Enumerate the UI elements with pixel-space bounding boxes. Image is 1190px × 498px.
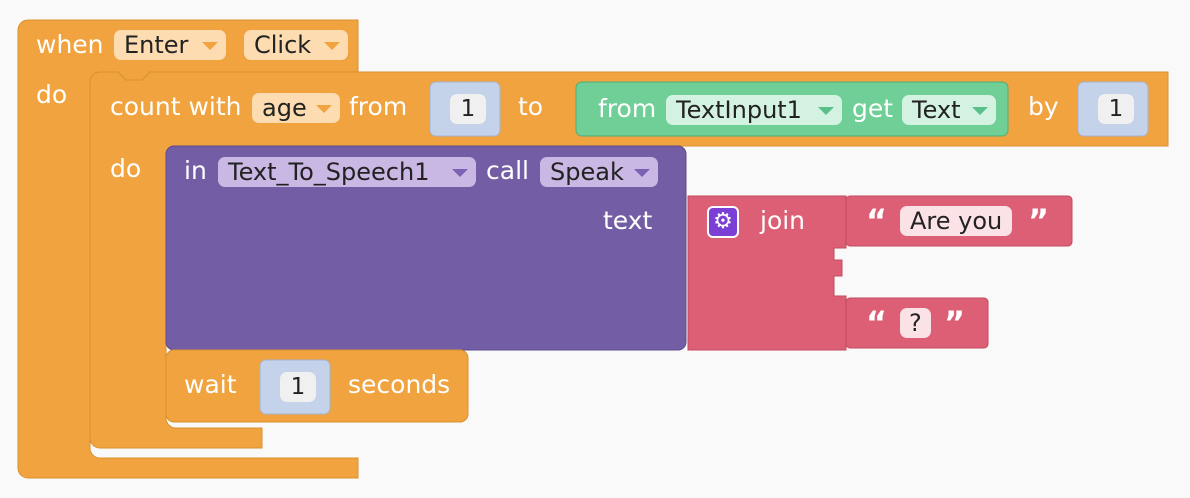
label-seconds: seconds <box>348 370 451 399</box>
label-from: from <box>349 92 408 121</box>
chevron-down-icon <box>634 169 650 177</box>
component-dropdown-value: Enter <box>124 31 189 59</box>
component-dropdown-enter[interactable]: Enter <box>114 30 226 60</box>
speak-component-value: Text_To_Speech1 <box>228 158 430 186</box>
label-wait: wait <box>184 370 237 399</box>
by-number-field[interactable]: 1 <box>1098 94 1134 124</box>
open-quote-icon: “ <box>866 304 888 342</box>
getter-component-dropdown[interactable]: TextInput1 <box>666 95 842 125</box>
variable-dropdown-age[interactable]: age <box>252 93 340 123</box>
wait-number-field[interactable]: 1 <box>280 372 316 402</box>
getter-label-get: get <box>852 94 894 123</box>
open-quote-icon: “ <box>866 202 888 240</box>
chevron-down-icon <box>452 169 468 177</box>
label-do: do <box>36 80 68 109</box>
getter-property-dropdown[interactable]: Text <box>902 95 996 125</box>
chevron-down-icon <box>202 42 218 50</box>
label-when: when <box>36 30 104 59</box>
label-to: to <box>518 92 544 121</box>
label-join: join <box>760 206 806 235</box>
gear-icon[interactable]: ⚙ <box>707 206 739 238</box>
getter-component-value: TextInput1 <box>676 96 802 124</box>
chevron-down-icon <box>324 42 340 50</box>
label-by: by <box>1028 92 1059 121</box>
speak-method-dropdown[interactable]: Speak <box>540 157 658 187</box>
close-quote-icon: ” <box>1028 202 1050 240</box>
speak-component-dropdown[interactable]: Text_To_Speech1 <box>218 157 476 187</box>
string-value-question[interactable]: ? <box>900 308 931 338</box>
label-text-param: text <box>603 206 653 235</box>
speak-method-value: Speak <box>550 158 624 186</box>
label-in: in <box>184 156 207 185</box>
event-dropdown-click[interactable]: Click <box>244 30 348 60</box>
label-count-with: count with <box>110 92 242 121</box>
variable-dropdown-value: age <box>262 94 307 122</box>
chevron-down-icon <box>316 105 332 113</box>
getter-label-from: from <box>598 94 657 123</box>
string-value-are-you[interactable]: Are you <box>900 206 1013 236</box>
chevron-down-icon <box>972 107 988 115</box>
close-quote-icon: ” <box>944 304 966 342</box>
from-number-field[interactable]: 1 <box>450 94 486 124</box>
event-dropdown-value: Click <box>254 31 312 59</box>
getter-property-value: Text <box>912 96 961 124</box>
loop-label-do: do <box>110 154 142 183</box>
chevron-down-icon <box>818 107 834 115</box>
label-call: call <box>486 156 529 185</box>
